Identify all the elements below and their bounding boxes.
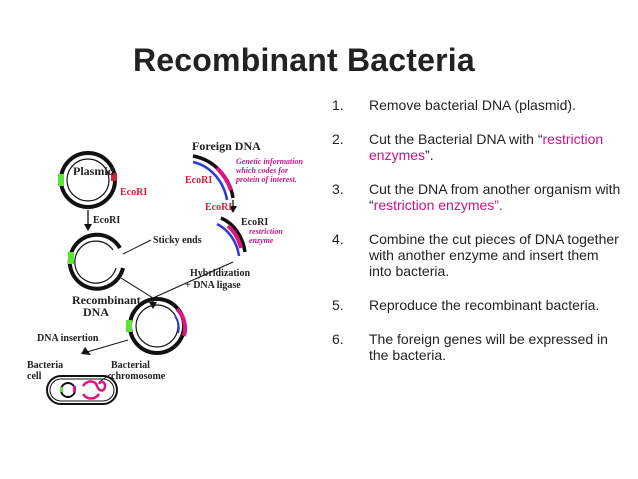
recombinant-insert (175, 307, 188, 337)
sticky-ends-pointer (122, 239, 152, 255)
cut-plasmid-marker (68, 252, 74, 264)
cell-label: cell (27, 371, 42, 382)
ecori-foreign-mid-label: EcoRI (205, 202, 232, 213)
step-1: 1. Remove bacterial DNA (plasmid). (332, 97, 622, 113)
step-highlight: restriction enzymes”. (373, 197, 503, 213)
step-highlight: restriction enzymes (369, 131, 604, 163)
insertion-arrow-head (81, 347, 91, 355)
restriction-enzyme-label-2: enzyme (249, 236, 274, 245)
sticky-ends-label: Sticky ends (153, 235, 202, 246)
recombinant-circle (126, 297, 188, 355)
cell-plasmid-insert (73, 386, 76, 392)
step-text: Remove bacterial DNA (plasmid). (369, 97, 576, 113)
slide-title: Recombinant Bacteria (133, 42, 475, 78)
step-text: Combine the cut pieces of DNA together w… (369, 231, 619, 279)
genetic-info-label-3: protein of interest. (235, 175, 297, 184)
recombinant-label: Recombinant (72, 293, 141, 307)
foreign-dna-strand (192, 154, 235, 201)
step-number: 5. (332, 297, 344, 313)
step-number: 1. (332, 97, 344, 113)
plasmid-cut-site (111, 173, 117, 181)
plasmid-circle (58, 151, 117, 209)
foreign-dna-label: Foreign DNA (192, 139, 261, 153)
plasmid-marker (58, 174, 64, 186)
converge-line-right (152, 261, 234, 299)
genetic-info-label-2: which codes for (236, 166, 289, 175)
genetic-info-label-1: Genetic information (236, 157, 303, 166)
step-number: 2. (332, 131, 344, 147)
step-number: 3. (332, 181, 344, 197)
ecori-plasmid-label: EcoRI (120, 187, 147, 198)
bacteria-cell (46, 375, 118, 405)
restriction-enzyme-label-1: restriction (249, 227, 283, 236)
ecori-foreign-left-label: EcoRI (185, 175, 212, 186)
step-5: 5. Reproduce the recombinant bacteria. (332, 297, 622, 313)
recombinant-insert-blue (174, 315, 180, 334)
steps-list: 1. Remove bacterial DNA (plasmid). 2. Cu… (332, 97, 622, 381)
arrow-head-1 (84, 224, 92, 231)
bacterial-label: Bacterial (111, 360, 150, 371)
ecori-foreign-right-label: EcoRI (241, 217, 268, 228)
step-text: The foreign genes will be expressed in t… (369, 331, 608, 363)
cell-plasmid (60, 382, 76, 398)
step-number: 4. (332, 231, 344, 247)
step-text: Reproduce the recombinant bacteria. (369, 297, 600, 313)
hybridization-label: Hybridization (190, 268, 250, 279)
insertion-line (86, 339, 129, 353)
step-text: Cut the Bacterial DNA with “ (369, 131, 543, 147)
arrow-head-foreign (229, 206, 237, 213)
cell-chromosome (81, 380, 107, 400)
step-4: 4. Combine the cut pieces of DNA togethe… (332, 231, 622, 279)
step-2: 2. Cut the Bacterial DNA with “restricti… (332, 131, 622, 163)
recombinant-dna-diagram: Plasmid EcoRI EcoRI Sticky ends Foreign … (27, 139, 303, 405)
plasmid-label: Plasmid (73, 164, 115, 178)
recombinant-dna-label: DNA (83, 305, 109, 319)
step-3: 3. Cut the DNA from another organism wit… (332, 181, 622, 213)
chromosome-label: chromosome (111, 371, 166, 382)
recombinant-marker (126, 320, 132, 332)
step-6: 6. The foreign genes will be expressed i… (332, 331, 622, 363)
converge-line-left (120, 277, 154, 299)
cut-plasmid (67, 232, 125, 291)
step-text: Cut the DNA from another organism with “ (369, 181, 621, 213)
step-number: 6. (332, 331, 344, 347)
step-text-after: ”. (425, 147, 434, 163)
cell-plasmid-marker (60, 387, 63, 392)
dna-ligase-label: + DNA ligase (185, 280, 241, 291)
ecori-arrow-label: EcoRI (93, 215, 120, 226)
cut-foreign-fragment (216, 216, 247, 257)
bacteria-label: Bacteria (27, 360, 63, 371)
dna-insertion-label: DNA insertion (37, 333, 99, 344)
